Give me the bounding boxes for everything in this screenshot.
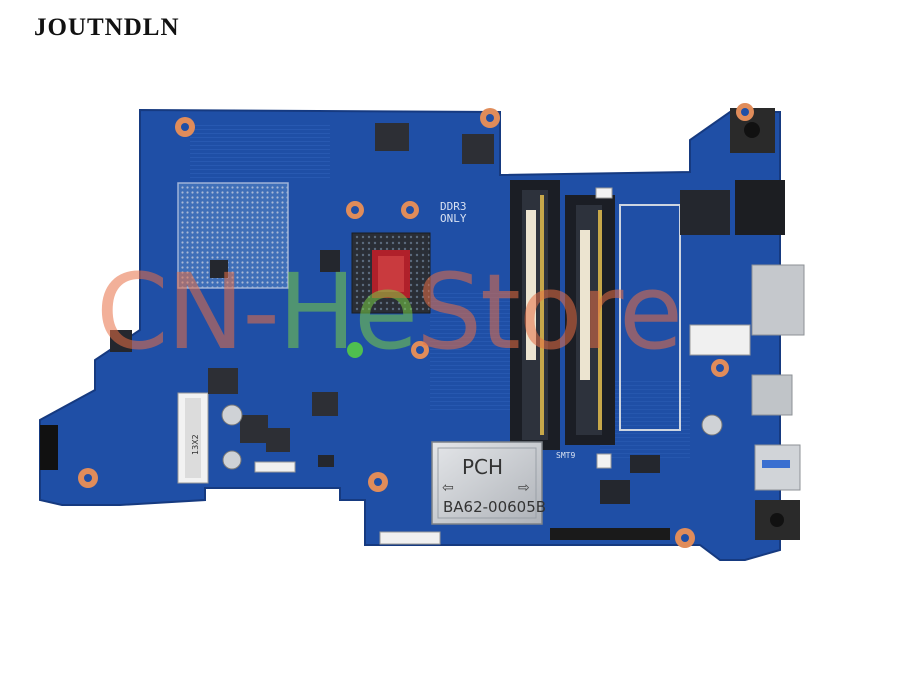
- bottom-connector-3: [550, 528, 670, 540]
- capacitors: [221, 404, 723, 470]
- left-arrow-icon: ⇦: [442, 480, 454, 496]
- part-number-label: BA62-00605B: [443, 498, 546, 516]
- gpu-bga-footprint: [177, 182, 289, 289]
- mpcie-connector: [689, 324, 751, 356]
- right-arrow-icon: ⇨: [518, 480, 530, 496]
- cpu-chip: [351, 232, 431, 314]
- ddr-sublabel: ONLY: [440, 212, 467, 225]
- bottom-connector-1: [254, 461, 296, 473]
- mounting-pads: [78, 103, 754, 548]
- pcb-outline: [39, 108, 781, 561]
- bottom-connector-2: [379, 531, 441, 545]
- left-edge-connector: [40, 425, 58, 470]
- ram-slot-1: [510, 180, 560, 450]
- svg-text:13X2: 13X2: [191, 434, 200, 455]
- ddr-label: DDR3: [440, 200, 467, 213]
- small-ic-chips: [110, 250, 660, 504]
- vga-port: [751, 264, 805, 336]
- green-via-pad: [347, 342, 363, 358]
- white-connector-2: [596, 453, 612, 469]
- brand-logo-text: JOUTNDLN: [34, 14, 180, 41]
- pch-label: PCH: [462, 455, 503, 479]
- ram-slot-2: [565, 195, 615, 445]
- pch-heatshield: PCH BA62-00605B ⇦ ⇨: [431, 441, 546, 525]
- left-ribbon-connector: 13X2: [177, 392, 209, 484]
- ethernet-port: [735, 180, 785, 235]
- audio-jack-bottom: [755, 500, 800, 540]
- inductors: [208, 123, 494, 452]
- white-connector: [595, 187, 613, 199]
- small-silk-label: SMT9: [556, 451, 575, 460]
- hdmi-port: [751, 374, 793, 416]
- lan-controller-chip: [680, 190, 730, 235]
